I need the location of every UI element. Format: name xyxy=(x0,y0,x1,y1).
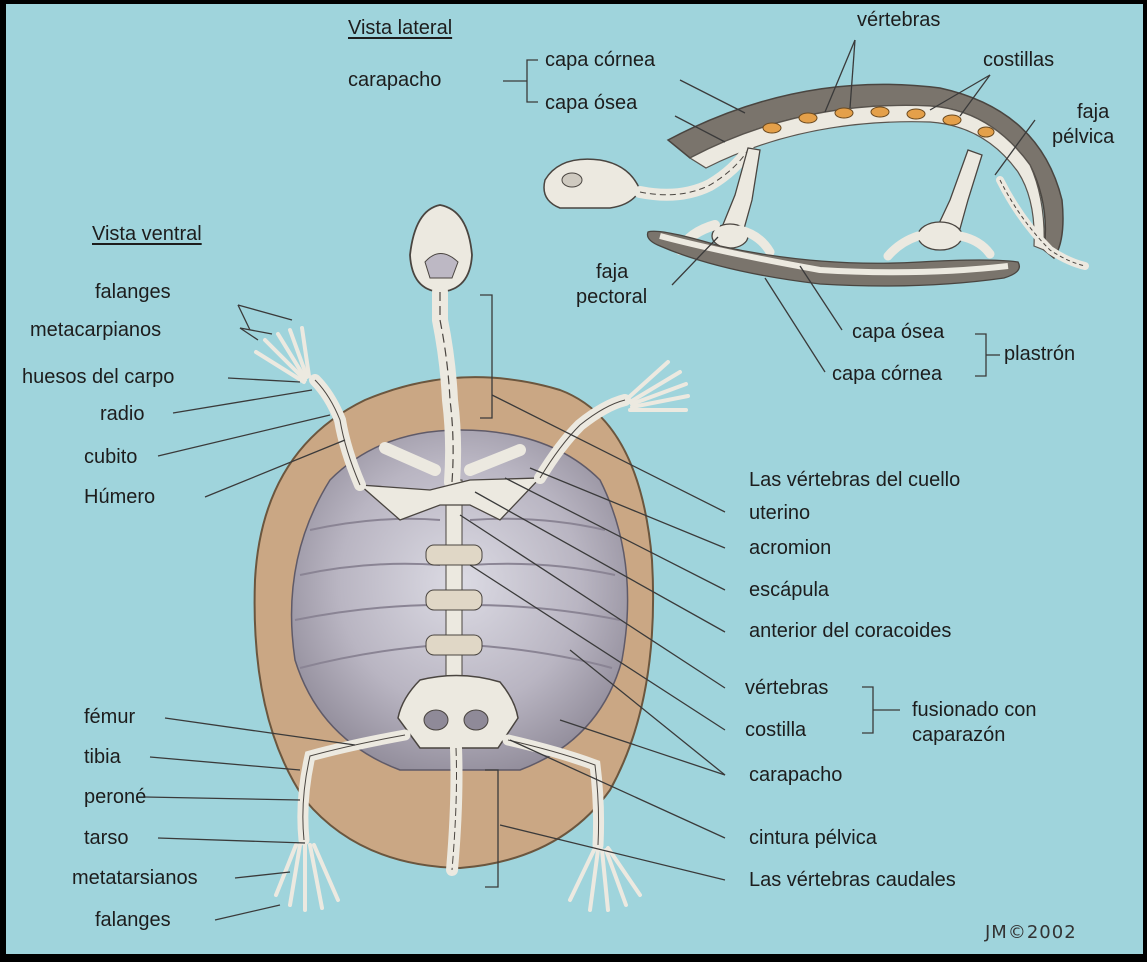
label-lateral-vertebras: vértebras xyxy=(857,10,940,30)
label-fusionado-con: fusionado con xyxy=(912,700,1037,720)
ventral-skull xyxy=(410,205,472,292)
artist-signature: JM©2002 xyxy=(985,924,1077,942)
label-plastron: plastrón xyxy=(1004,344,1075,364)
label-escapula: escápula xyxy=(749,580,829,600)
label-femur: fémur xyxy=(84,707,135,727)
label-tarso: tarso xyxy=(84,828,128,848)
label-metacarpianos: metacarpianos xyxy=(30,320,161,340)
label-lateral-faja-pelvica-2: pélvica xyxy=(1052,127,1114,147)
label-ventral-vertebras: vértebras xyxy=(745,678,828,698)
label-perone: peroné xyxy=(84,787,146,807)
lateral-view-heading: Vista lateral xyxy=(348,18,452,38)
label-lateral-carapacho: carapacho xyxy=(348,70,441,90)
label-faja-pectoral-1: faja xyxy=(596,262,628,282)
label-faja-pectoral-2: pectoral xyxy=(576,287,647,307)
label-lateral-capa-osea: capa ósea xyxy=(545,93,637,113)
label-vertebras-caudales: Las vértebras caudales xyxy=(749,870,956,890)
label-lateral-costillas: costillas xyxy=(983,50,1054,70)
label-anterior-coracoides: anterior del coracoides xyxy=(749,621,951,641)
label-vertebras-cuello: Las vértebras del cuello xyxy=(749,470,960,490)
label-ventral-carapacho: carapacho xyxy=(749,765,842,785)
lateral-view-skeleton xyxy=(544,84,1085,286)
label-cintura-pelvica: cintura pélvica xyxy=(749,828,877,848)
label-vertebras-cuello-uterino: uterino xyxy=(749,503,810,523)
label-caparazon: caparazón xyxy=(912,725,1005,745)
label-radio: radio xyxy=(100,404,144,424)
label-falanges-hind: falanges xyxy=(95,910,171,930)
label-huesos-del-carpo: huesos del carpo xyxy=(22,367,174,387)
label-acromion: acromion xyxy=(749,538,831,558)
label-humero: Húmero xyxy=(84,487,155,507)
label-lateral-faja-pelvica-1: faja xyxy=(1077,102,1109,122)
ventral-pelvic-girdle xyxy=(398,675,518,748)
label-tibia: tibia xyxy=(84,747,121,767)
label-lateral-capa-cornea: capa córnea xyxy=(545,50,655,70)
ventral-view-heading: Vista ventral xyxy=(92,224,202,244)
label-costilla: costilla xyxy=(745,720,806,740)
ventral-view-skeleton xyxy=(255,205,688,910)
label-falanges: falanges xyxy=(95,282,171,302)
label-plastron-capa-osea: capa ósea xyxy=(852,322,944,342)
lateral-skull xyxy=(544,159,640,208)
label-plastron-capa-cornea: capa córnea xyxy=(832,364,942,384)
label-cubito: cubito xyxy=(84,447,137,467)
label-metatarsianos: metatarsianos xyxy=(72,868,198,888)
